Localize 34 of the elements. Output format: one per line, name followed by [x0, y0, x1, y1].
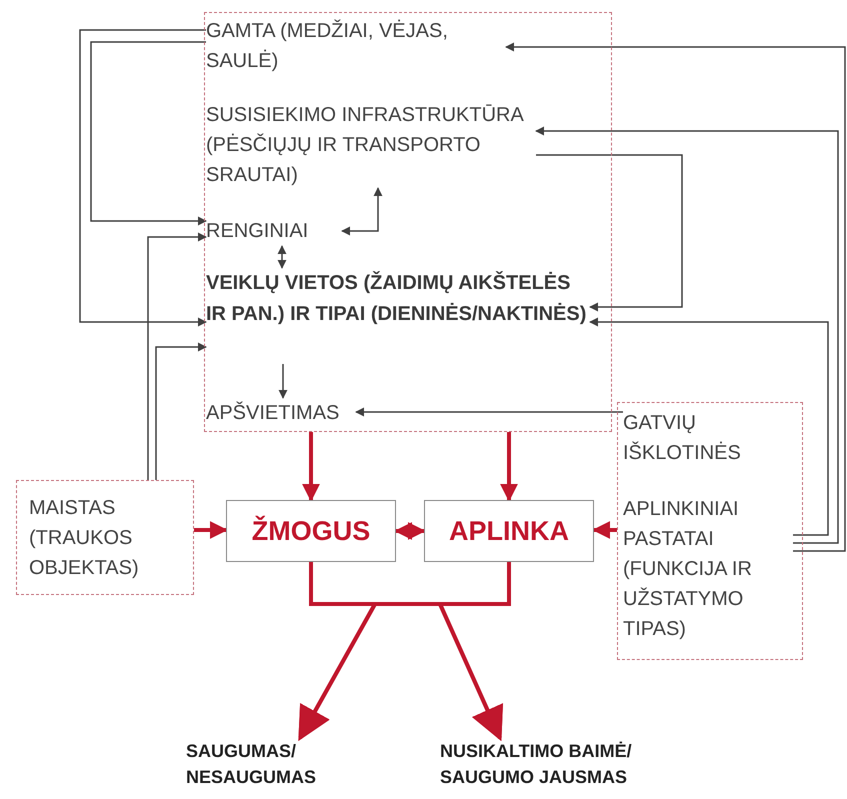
arrow — [505, 42, 846, 552]
arrow — [500, 432, 518, 502]
arrow — [302, 432, 320, 502]
concept-label: APLINKA — [449, 514, 569, 548]
concept-label: ŽMOGUS — [252, 514, 370, 548]
factor-label: SUSISIEKIMO INFRASTRUKTŪRA (PĖSČIŲJŲ IR TRANSPORTO SRAUTAI) — [206, 103, 524, 188]
concept-box — [226, 500, 396, 562]
factor-label: MAISTAS (TRAUKOS OBJEKTAS) — [29, 496, 140, 581]
factor-label: VEIKLŲ VIETOS (ŽAIDIMŲ AIKŠTELĖS IR PAN.) IR TIPAI (DIENINĖS/NAKTINĖS) — [206, 270, 588, 327]
concept-box — [424, 500, 594, 562]
arrow — [194, 521, 228, 539]
factor-label: RENGINIAI — [206, 219, 308, 244]
arrow — [589, 318, 829, 536]
arrow — [278, 364, 288, 399]
arrow — [147, 232, 207, 480]
arrow — [535, 126, 839, 544]
arrow — [341, 187, 382, 236]
arrow — [278, 245, 286, 269]
arrow — [90, 41, 207, 226]
factor-label: GAMTA (MEDŽIAI, VĖJAS, SAULĖ) — [206, 18, 449, 74]
dashed-group-frame — [204, 12, 612, 432]
factor-label: APLINKINIAI PASTATAI (FUNKCIJA IR UŽSTATYMO TIPAS) — [623, 497, 753, 642]
arrow — [155, 342, 207, 480]
arrow — [79, 29, 207, 326]
outcome-label: NUSIKALTIMO BAIMĖ/ SAUGUMO JAUSMAS — [440, 740, 633, 789]
arrow — [536, 154, 683, 312]
factor-label: APŠVIETIMAS — [206, 400, 340, 426]
arrow — [355, 408, 623, 416]
arrow — [592, 521, 617, 539]
outcome-label: SAUGUMAS/ NESAUGUMAS — [186, 740, 318, 789]
dashed-group-frame — [617, 402, 803, 660]
arrow — [394, 522, 426, 540]
dashed-box — [16, 480, 194, 595]
factor-label: GATVIŲ IŠKLOTINĖS — [623, 411, 742, 466]
